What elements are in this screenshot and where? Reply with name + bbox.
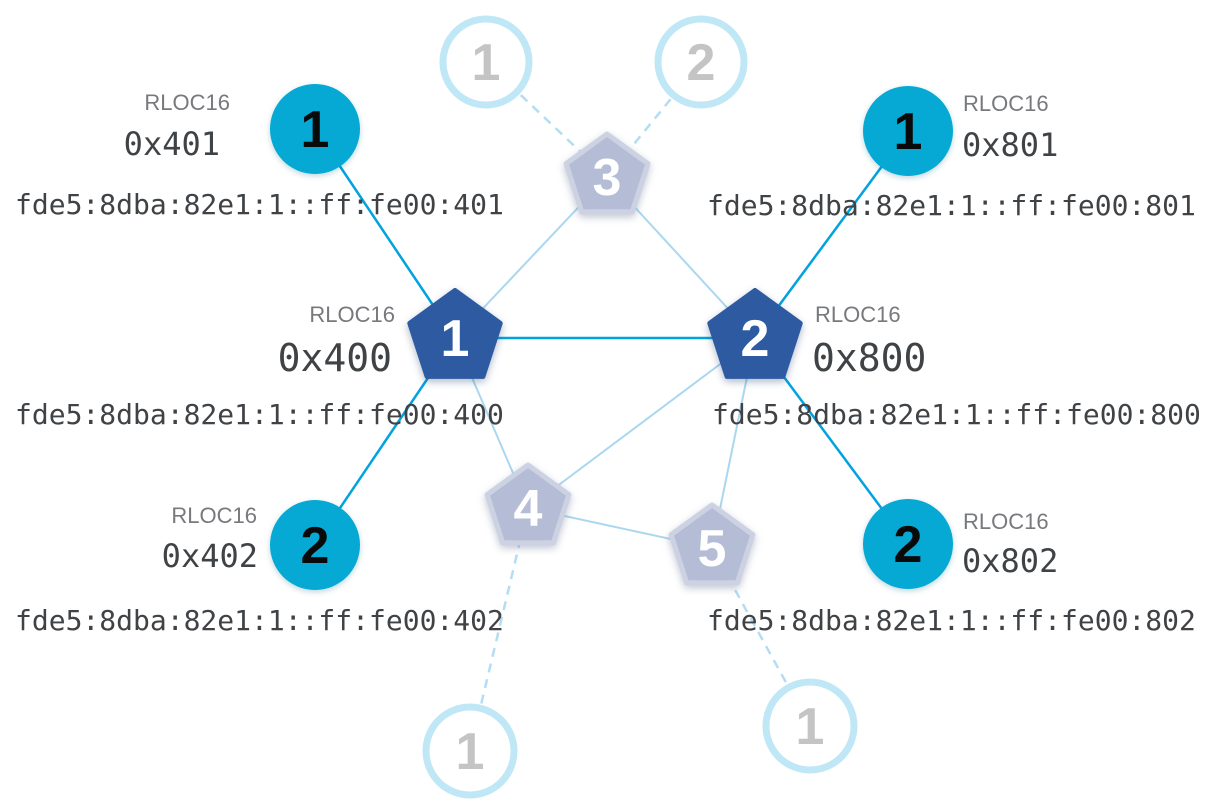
rloc16-label: RLOC16 bbox=[963, 91, 1049, 116]
inactive-router-node-4[interactable]: 4 bbox=[484, 462, 572, 546]
child-circle-icon bbox=[270, 84, 360, 174]
child-0x802-labels: RLOC16 0x802 fde5:8dba:82e1:1::ff:fe00:8… bbox=[707, 509, 1196, 637]
child-0x402-labels: RLOC16 0x402 fde5:8dba:82e1:1::ff:fe00:4… bbox=[15, 503, 504, 637]
node-number: 2 bbox=[894, 516, 923, 574]
node-number: 1 bbox=[472, 34, 501, 92]
rloc16-value: 0x800 bbox=[812, 336, 926, 380]
child-node-0x401[interactable]: 1 bbox=[270, 84, 360, 174]
rloc16-label: RLOC16 bbox=[963, 509, 1049, 534]
router-pentagon-icon bbox=[707, 288, 803, 379]
router-node-2[interactable]: 2 bbox=[707, 288, 803, 379]
rloc16-value: 0x400 bbox=[278, 336, 392, 380]
ipv6-address: fde5:8dba:82e1:1::ff:fe00:400 bbox=[15, 398, 504, 431]
node-number: 1 bbox=[441, 310, 470, 368]
node-number: 2 bbox=[301, 517, 330, 575]
child-circle-icon bbox=[422, 703, 518, 799]
router-2-labels: RLOC16 0x800 fde5:8dba:82e1:1::ff:fe00:8… bbox=[712, 302, 1201, 431]
ipv6-address: fde5:8dba:82e1:1::ff:fe00:802 bbox=[707, 604, 1196, 637]
router-node-1[interactable]: 1 bbox=[407, 288, 503, 379]
faded-child-node-top-left[interactable]: 1 bbox=[439, 15, 533, 109]
router-1-labels: RLOC16 0x400 fde5:8dba:82e1:1::ff:fe00:4… bbox=[15, 302, 504, 431]
child-node-0x801[interactable]: 1 bbox=[863, 86, 953, 176]
rloc16-value: 0x401 bbox=[124, 125, 220, 163]
child-circle-icon bbox=[654, 15, 748, 109]
child-circle-icon bbox=[863, 86, 953, 176]
node-number: 2 bbox=[687, 34, 716, 92]
inactive-router-node-5[interactable]: 5 bbox=[668, 502, 756, 586]
inactive-router-node-3[interactable]: 3 bbox=[563, 131, 651, 215]
node-number: 1 bbox=[301, 101, 330, 159]
router-pentagon-icon bbox=[563, 131, 651, 215]
child-0x401-labels: RLOC16 0x401 fde5:8dba:82e1:1::ff:fe00:4… bbox=[15, 90, 504, 221]
child-circle-icon bbox=[270, 500, 360, 590]
router-pentagon-icon bbox=[407, 288, 503, 379]
rloc16-label: RLOC16 bbox=[144, 90, 230, 115]
ipv6-address: fde5:8dba:82e1:1::ff:fe00:800 bbox=[712, 398, 1201, 431]
ipv6-address: fde5:8dba:82e1:1::ff:fe00:402 bbox=[15, 604, 504, 637]
node-number: 5 bbox=[698, 520, 727, 578]
node-number: 4 bbox=[514, 480, 543, 538]
ipv6-address: fde5:8dba:82e1:1::ff:fe00:801 bbox=[707, 189, 1196, 222]
rloc16-value: 0x802 bbox=[962, 542, 1058, 580]
child-circle-icon bbox=[762, 678, 858, 774]
rloc16-label: RLOC16 bbox=[171, 503, 257, 528]
node-number: 1 bbox=[796, 698, 825, 756]
child-0x801-labels: RLOC16 0x801 fde5:8dba:82e1:1::ff:fe00:8… bbox=[707, 91, 1196, 222]
node-number: 1 bbox=[894, 103, 923, 161]
node-number: 3 bbox=[593, 149, 622, 207]
router-pentagon-icon bbox=[484, 462, 572, 546]
child-circle-icon bbox=[439, 15, 533, 109]
faded-child-node-bottom-left[interactable]: 1 bbox=[422, 703, 518, 799]
child-circle-icon bbox=[863, 499, 953, 589]
ipv6-address: fde5:8dba:82e1:1::ff:fe00:401 bbox=[15, 188, 504, 221]
rloc16-label: RLOC16 bbox=[815, 302, 901, 327]
rloc16-label: RLOC16 bbox=[309, 302, 395, 327]
faded-child-node-bottom-right[interactable]: 1 bbox=[762, 678, 858, 774]
rloc16-value: 0x402 bbox=[162, 537, 258, 575]
child-node-0x802[interactable]: 2 bbox=[863, 499, 953, 589]
child-node-0x402[interactable]: 2 bbox=[270, 500, 360, 590]
router-pentagon-icon bbox=[668, 502, 756, 586]
faded-child-node-top-right[interactable]: 2 bbox=[654, 15, 748, 109]
link-faded_top_left-router_3 bbox=[485, 61, 608, 178]
node-number: 1 bbox=[456, 723, 485, 781]
link-router_2-router_4 bbox=[527, 337, 756, 509]
rloc16-value: 0x801 bbox=[962, 126, 1058, 164]
node-number: 2 bbox=[741, 310, 770, 368]
